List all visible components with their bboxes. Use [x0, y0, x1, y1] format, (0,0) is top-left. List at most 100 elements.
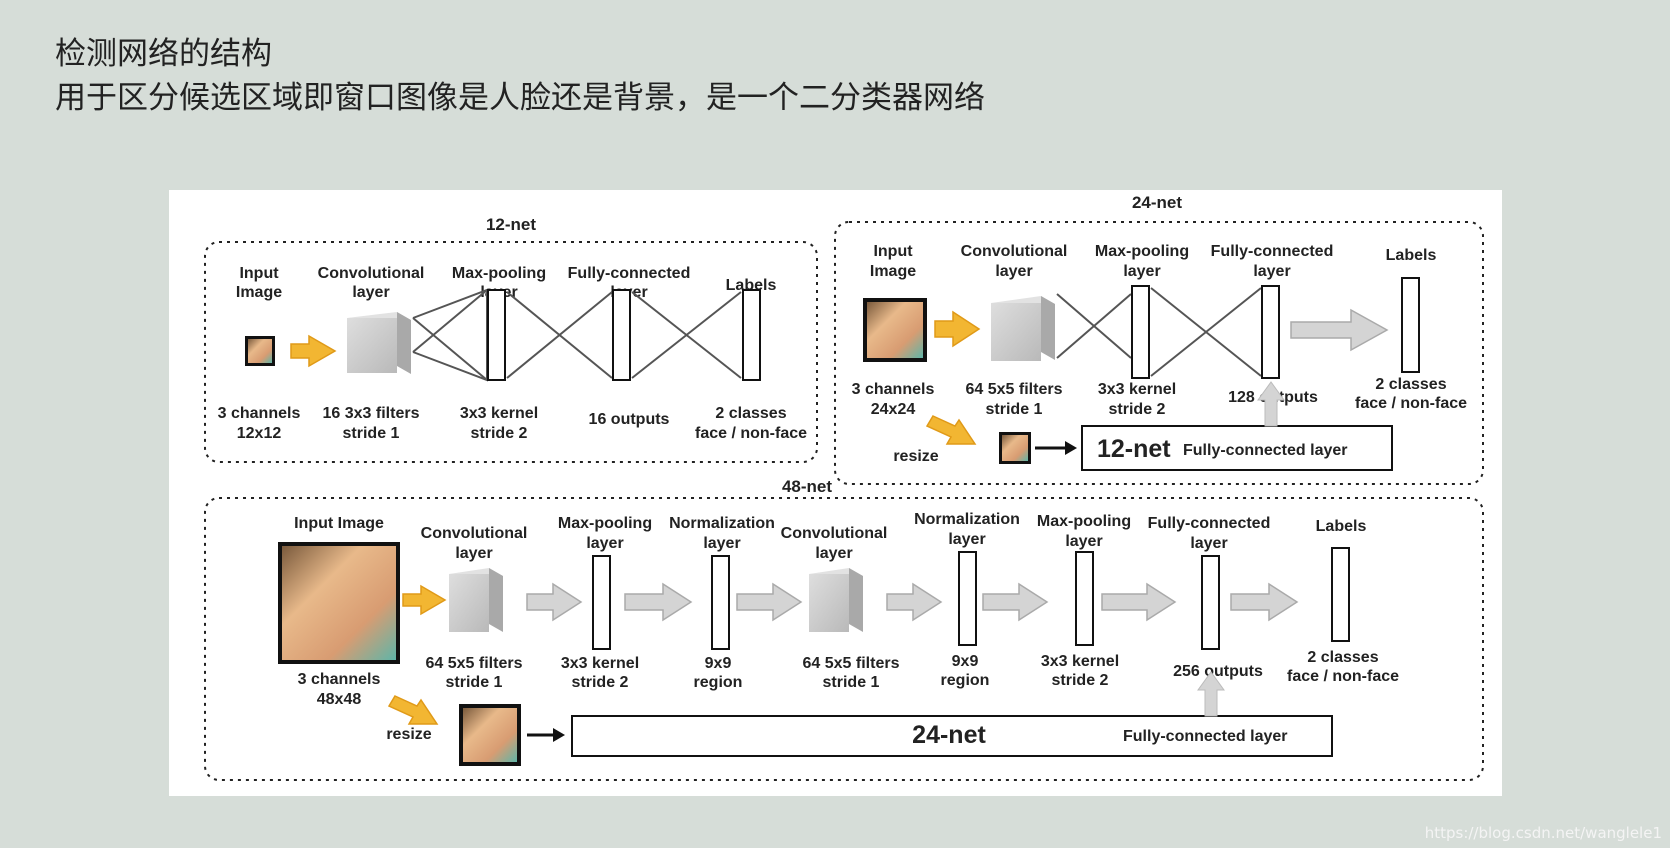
architecture-figure: 12-net Input Image Convolutional layer M… — [169, 190, 1502, 796]
net12-labels-desc-2: face / non-face — [695, 425, 807, 442]
net12-pool-label-1: Max-pooling — [452, 265, 546, 282]
net24-sub-network-box — [1081, 425, 1393, 471]
net24-fc-to-labels-arrow — [1290, 308, 1389, 352]
net48-fc-bar — [1201, 555, 1220, 650]
net24-cross-connections-2 — [1150, 287, 1262, 377]
slide-title: 检测网络的结构 用于区分候选区域即窗口图像是人脸还是背景，是一个二分类器网络 — [55, 32, 985, 120]
net12-cross-connections-3 — [631, 291, 742, 379]
net12-pool-bar — [487, 289, 506, 381]
net48-norm2-bar — [958, 551, 977, 646]
net48-panel: 48-net Input Image Convolutional layer M… — [204, 477, 1484, 781]
net12-cross-connections-1 — [412, 288, 488, 382]
net48-pool2-label-1: Max-pooling — [1037, 513, 1131, 530]
net48-norm1-desc-1: 9x9 — [705, 655, 732, 672]
net12-cross-connections-2 — [506, 291, 613, 379]
net48-sub-network-box — [571, 715, 1333, 757]
net48-labels-label: Labels — [1316, 518, 1367, 535]
net48-conv2-block — [809, 568, 863, 632]
net48-norm2-label-2: layer — [948, 531, 985, 548]
net12-labels-desc-1: 2 classes — [715, 405, 786, 422]
net48-pool2-bar — [1075, 551, 1094, 646]
net48-resize-arrow — [387, 695, 439, 725]
net24-labels-desc-1: 2 classes — [1375, 376, 1446, 393]
net48-pool1-label-2: layer — [586, 535, 623, 552]
net48-fc-label-1: Fully-connected — [1148, 515, 1271, 532]
architecture-diagram: 12-net Input Image Convolutional layer M… — [204, 193, 1484, 781]
net12-input-image — [245, 336, 275, 366]
net48-pool1-label-1: Max-pooling — [558, 515, 652, 532]
net48-norm2-desc-2: region — [941, 672, 990, 689]
net12-labels-label: Labels — [726, 277, 777, 294]
net24-input-desc-1: 3 channels — [852, 381, 935, 398]
net12-input-arrow — [290, 334, 337, 368]
title-line-2: 用于区分候选区域即窗口图像是人脸还是背景，是一个二分类器网络 — [55, 80, 985, 116]
net48-pool1-desc-1: 3x3 kernel — [561, 655, 639, 672]
net12-conv-block — [347, 312, 411, 374]
net24-fc-label-2: layer — [1253, 263, 1290, 280]
net24-conv-label-1: Convolutional — [961, 243, 1068, 260]
net48-norm1-label-2: layer — [703, 535, 740, 552]
net24-cross-connections-1 — [1056, 293, 1132, 359]
net48-conv1-desc-1: 64 5x5 filters — [426, 655, 523, 672]
net48-sub-to-fc-arrow — [1197, 671, 1225, 717]
net48-input-image — [278, 542, 400, 664]
net24-dashed-border — [834, 221, 1484, 485]
net24-labels-desc-2: face / non-face — [1355, 395, 1467, 412]
net48-labels-bar — [1331, 547, 1350, 642]
net24-sub-to-fc-arrow — [1257, 381, 1285, 427]
net48-input-arrow — [402, 584, 447, 616]
net24-conv-desc-2: stride 1 — [986, 401, 1043, 418]
net12-fc-desc: 16 outputs — [589, 411, 670, 428]
net24-pool-label-1: Max-pooling — [1095, 243, 1189, 260]
net12-fc-bar — [612, 289, 631, 381]
net12-fc-label-1: Fully-connected — [568, 265, 691, 282]
net48-conv2-desc-1: 64 5x5 filters — [803, 655, 900, 672]
net48-resize-label: resize — [386, 726, 431, 743]
net48-pool1-desc-2: stride 2 — [572, 674, 629, 691]
net24-panel: 24-net Input Image Convolutional layer M… — [834, 193, 1484, 485]
net12-conv-desc-1: 16 3x3 filters — [323, 405, 420, 422]
net48-arrow-6 — [1101, 582, 1177, 622]
net24-fc-bar — [1261, 285, 1280, 379]
net48-labels-desc-1: 2 classes — [1307, 649, 1378, 666]
net24-pool-desc-2: stride 2 — [1109, 401, 1166, 418]
net24-input-image — [863, 298, 927, 362]
watermark: https://blog.csdn.net/wanglele1 — [1424, 824, 1662, 842]
net48-conv1-label-1: Convolutional — [421, 525, 528, 542]
net48-input-desc-2: 48x48 — [317, 691, 362, 708]
net48-arrow-5 — [982, 582, 1049, 622]
net48-input-label: Input Image — [294, 515, 384, 532]
net12-pool-desc-1: 3x3 kernel — [460, 405, 538, 422]
net12-conv-label-2: layer — [352, 284, 389, 301]
net48-fc-desc: 256 outputs — [1173, 663, 1263, 680]
net48-norm1-bar — [711, 555, 730, 650]
net48-input-desc-1: 3 channels — [298, 671, 381, 688]
net12-input-desc-1: 3 channels — [218, 405, 301, 422]
net48-sub-net-name: 24-net — [912, 721, 986, 749]
net12-pool-desc-2: stride 2 — [471, 425, 528, 442]
net48-sub-fc-label: Fully-connected layer — [1123, 728, 1288, 745]
net48-arrow-3 — [736, 582, 803, 622]
net24-input-arrow — [934, 310, 981, 348]
net12-panel: 12-net Input Image Convolutional layer M… — [204, 215, 818, 463]
net24-sub-fc-label: Fully-connected layer — [1183, 442, 1348, 459]
net24-resize-label: resize — [893, 448, 938, 465]
net24-title: 24-net — [1132, 193, 1182, 212]
net48-norm1-label-1: Normalization — [669, 515, 775, 532]
net48-arrow-7 — [1230, 582, 1299, 622]
net48-conv1-block — [449, 568, 503, 632]
net12-title: 12-net — [486, 215, 536, 234]
net48-sub-arrow-head — [553, 728, 565, 742]
net24-input-desc-2: 24x24 — [871, 401, 916, 418]
net24-labels-label: Labels — [1386, 247, 1437, 264]
net24-labels-bar — [1401, 277, 1420, 373]
net48-pool2-desc-2: stride 2 — [1052, 672, 1109, 689]
net12-input-label-1: Input — [239, 265, 279, 282]
net48-arrow-1 — [526, 582, 583, 622]
net12-input-desc-2: 12x12 — [237, 425, 282, 442]
net48-fc-label-2: layer — [1190, 535, 1227, 552]
net48-conv2-label-1: Convolutional — [781, 525, 888, 542]
net24-input-label-2: Image — [870, 263, 916, 280]
net48-norm2-desc-1: 9x9 — [952, 653, 979, 670]
title-line-1: 检测网络的结构 — [55, 36, 272, 72]
